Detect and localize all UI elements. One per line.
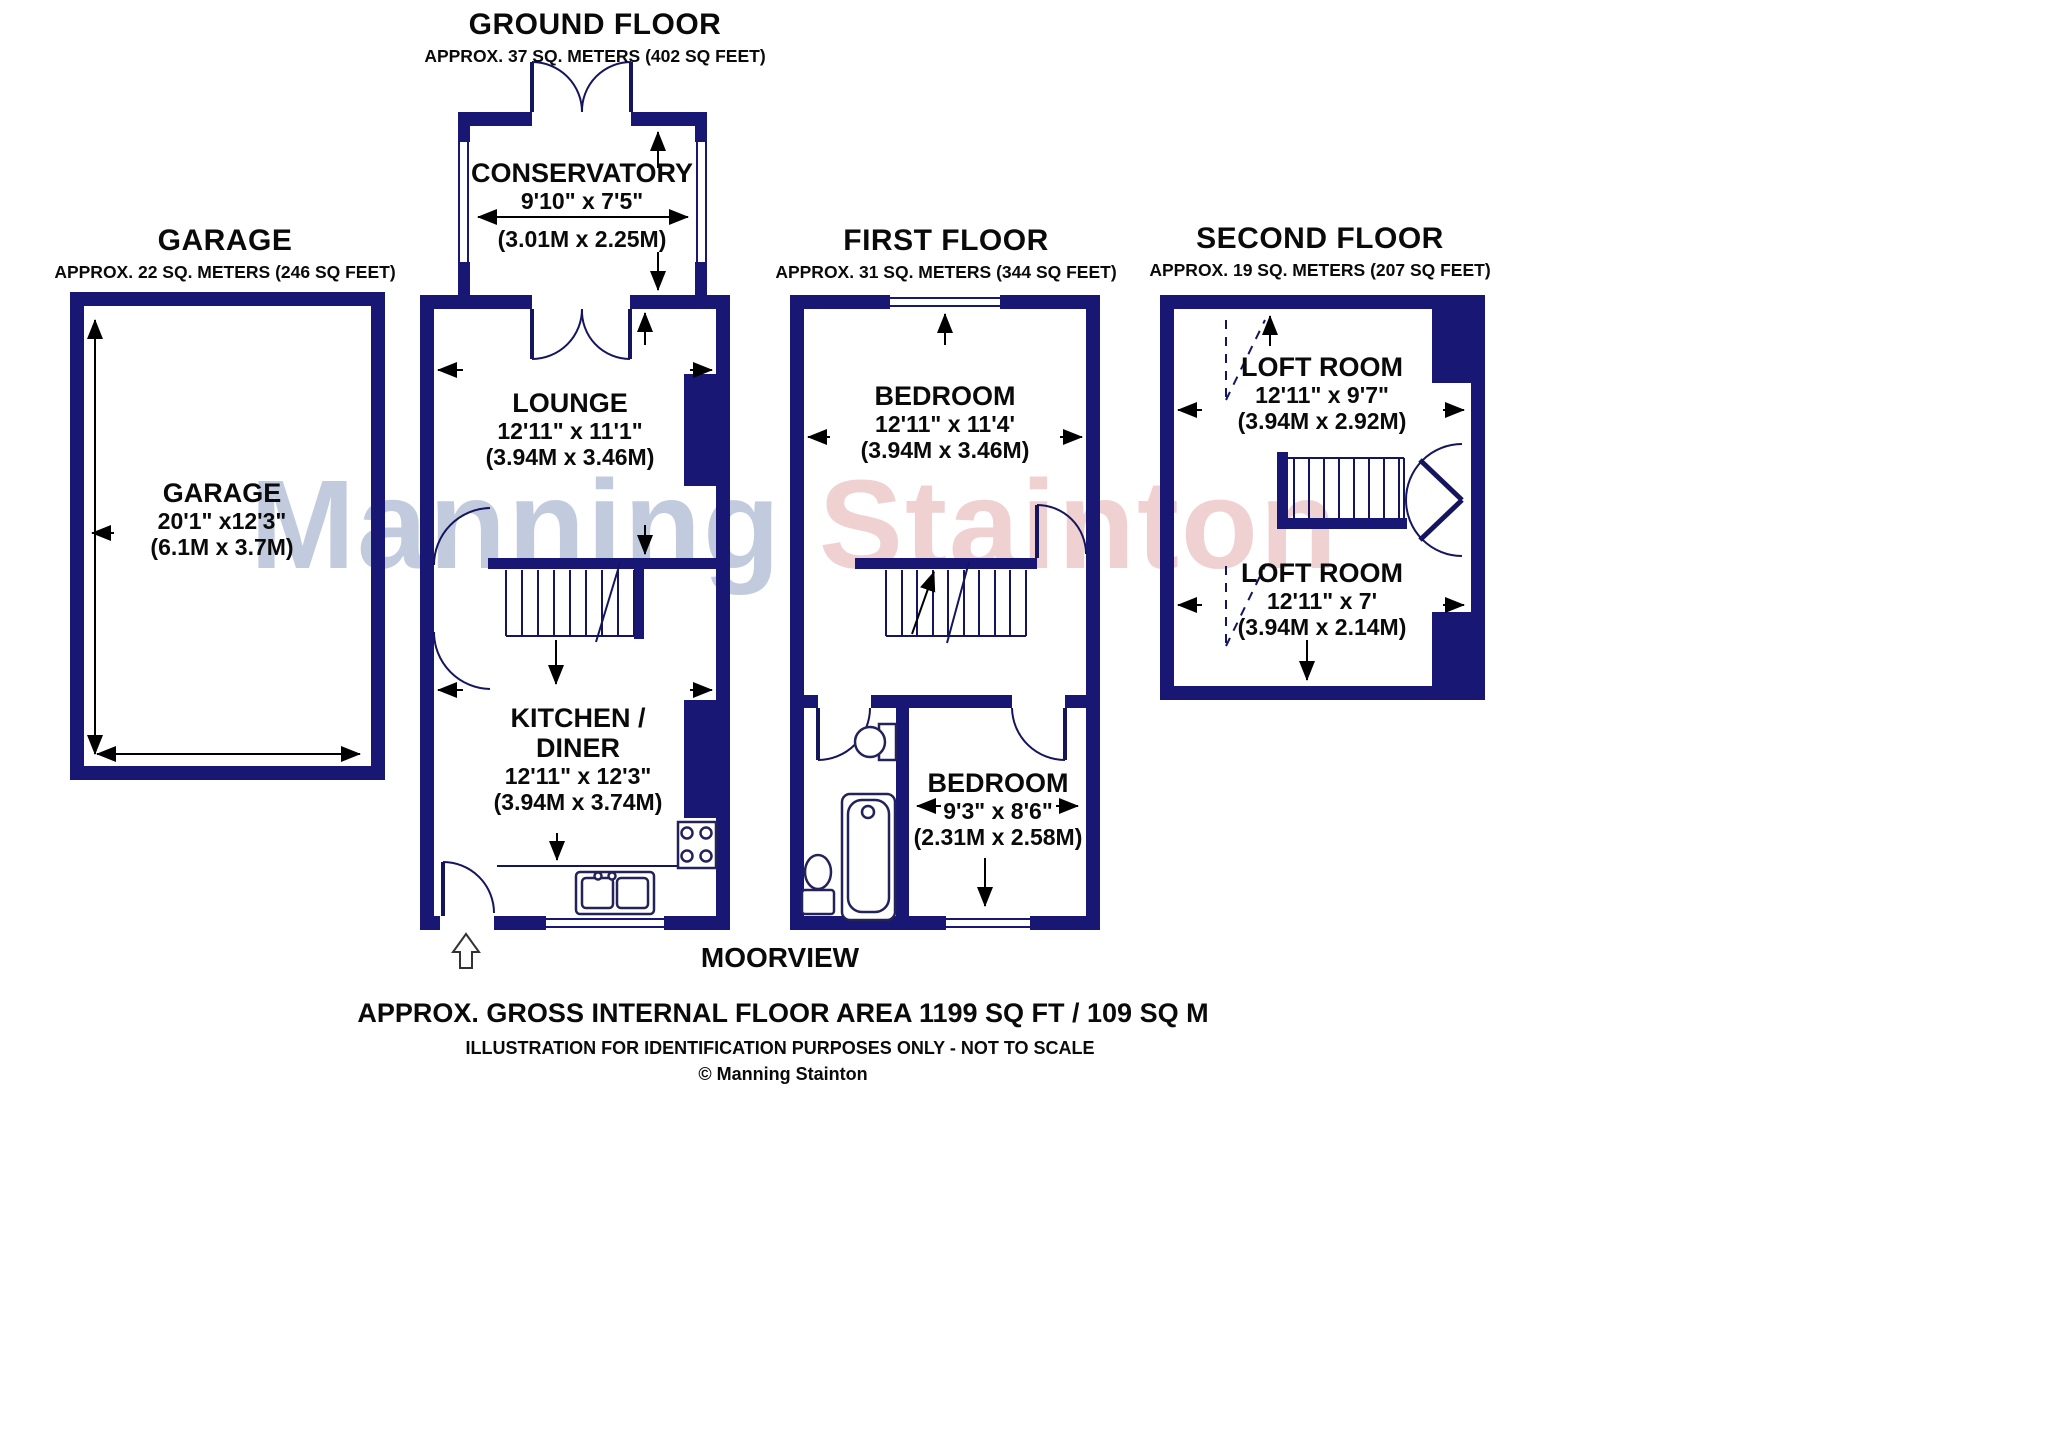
conservatory-label: CONSERVATORY 9'10" x 7'5" (3.01M x 2.25M… — [432, 158, 732, 252]
garage-imperial: 20'1" x12'3" — [157, 508, 287, 534]
bedroom1-label: BEDROOM 12'11" x 11'4' (3.94M x 3.46M) — [795, 381, 1095, 463]
cooker-icon — [676, 820, 718, 870]
garage-title: GARAGE — [157, 224, 293, 257]
loft1-name: LOFT ROOM — [1241, 352, 1403, 382]
stairwell-door-fan — [1405, 443, 1464, 557]
lounge-name: LOUNGE — [512, 388, 628, 418]
garage-dimension-arrows — [87, 319, 361, 762]
conservatory-metric: (3.01M x 2.25M) — [497, 226, 667, 252]
bathroom-sink-icon — [853, 722, 898, 762]
ground-floor-title: GROUND FLOOR — [468, 8, 722, 41]
kitchen-imperial: 12'11" x 12'3" — [504, 763, 652, 789]
loft2-metric: (3.94M x 2.14M) — [1237, 614, 1407, 640]
second-dimension-arrows — [1177, 315, 1465, 681]
disclaimer-text: ILLUSTRATION FOR IDENTIFICATION PURPOSES… — [465, 1038, 1095, 1058]
loft1-slope-dashes — [1225, 319, 1266, 401]
second-staircase — [1288, 457, 1405, 518]
ground-floor-subtitle: APPROX. 37 SQ. METERS (402 SQ FEET) — [424, 46, 766, 66]
loft2-imperial: 12'11" x 7' — [1266, 588, 1378, 614]
conservatory-imperial: 9'10" x 7'5" — [520, 188, 644, 214]
garage-room-label: GARAGE 20'1" x12'3" (6.1M x 3.7M) — [72, 478, 372, 560]
conservatory-structure — [458, 112, 707, 298]
bedroom2-label: BEDROOM 9'3" x 8'6" (2.31M x 2.58M) — [848, 768, 1148, 850]
lounge-metric: (3.94M x 3.46M) — [485, 444, 655, 470]
garage-subtitle: APPROX. 22 SQ. METERS (246 SQ FEET) — [54, 262, 396, 282]
loft1-label: LOFT ROOM 12'11" x 9'7" (3.94M x 2.92M) — [1172, 352, 1472, 434]
garage-floorplan — [70, 292, 385, 780]
kitchen-name-line2: DINER — [535, 733, 620, 763]
landing-door — [1035, 504, 1087, 558]
loft1-metric: (3.94M x 2.92M) — [1237, 408, 1407, 434]
kitchen-label: KITCHEN / DINER 12'11" x 12'3" (3.94M x … — [428, 703, 728, 815]
bedroom2-metric: (2.31M x 2.58M) — [913, 824, 1083, 850]
loft2-label: LOFT ROOM 12'11" x 7' (3.94M x 2.14M) — [1172, 558, 1472, 640]
first-walls — [790, 295, 1100, 930]
second-floor-subtitle: APPROX. 19 SQ. METERS (207 SQ FEET) — [1149, 260, 1491, 280]
ground-floorplan — [420, 61, 730, 969]
ground-walls — [420, 295, 730, 930]
conservatory-french-doors — [530, 61, 633, 113]
lounge-imperial: 12'11" x 11'1" — [497, 418, 643, 444]
total-floor-area: APPROX. GROSS INTERNAL FLOOR AREA 1199 S… — [357, 998, 1209, 1028]
property-name: MOORVIEW — [700, 942, 860, 973]
loft1-imperial: 12'11" x 9'7" — [1255, 382, 1389, 408]
second-walls — [1160, 295, 1485, 700]
ground-staircase — [505, 562, 635, 685]
lounge-label: LOUNGE 12'11" x 11'1" (3.94M x 3.46M) — [420, 388, 720, 470]
bedroom1-name: BEDROOM — [874, 381, 1016, 411]
watermark-word2: Stainton — [818, 454, 1339, 595]
bedroom2-door — [1011, 707, 1067, 761]
garage-metric: (6.1M x 3.7M) — [150, 534, 294, 560]
first-staircase — [885, 561, 1027, 644]
entrance-arrow-icon — [451, 932, 481, 969]
garage-walls — [70, 292, 385, 780]
toilet-icon — [800, 853, 836, 916]
kitchen-metric: (3.94M x 3.74M) — [493, 789, 663, 815]
bedroom2-imperial: 9'3" x 8'6" — [943, 798, 1053, 824]
first-floorplan — [790, 295, 1100, 930]
bath-icon — [840, 792, 897, 922]
kitchen-name-line1: KITCHEN / — [510, 703, 646, 733]
first-dimension-arrows — [807, 313, 1083, 907]
bedroom2-name: BEDROOM — [927, 768, 1069, 798]
first-floor-title: FIRST FLOOR — [843, 224, 1049, 257]
copyright-text: © Manning Stainton — [698, 1064, 868, 1084]
conservatory-dimension-arrows — [477, 131, 689, 291]
entrance-door — [441, 861, 495, 916]
bedroom1-imperial: 12'11" x 11'4' — [875, 411, 1015, 437]
lounge-french-doors — [530, 308, 632, 361]
second-floor-title: SECOND FLOOR — [1196, 222, 1444, 255]
kitchen-sink-icon — [574, 870, 656, 916]
hallway-door-arcs — [433, 507, 491, 690]
loft2-name: LOFT ROOM — [1241, 558, 1403, 588]
ground-dimension-arrows — [437, 312, 713, 861]
first-floor-subtitle: APPROX. 31 SQ. METERS (344 SQ FEET) — [775, 262, 1117, 282]
conservatory-name: CONSERVATORY — [470, 158, 694, 188]
bedroom1-metric: (3.94M x 3.46M) — [860, 437, 1030, 463]
chimney-breast — [684, 374, 716, 486]
loft2-slope-dashes — [1225, 565, 1266, 647]
garage-room-name: GARAGE — [162, 478, 282, 508]
second-floorplan — [1160, 295, 1485, 700]
kitchen-unit-block — [684, 700, 716, 818]
